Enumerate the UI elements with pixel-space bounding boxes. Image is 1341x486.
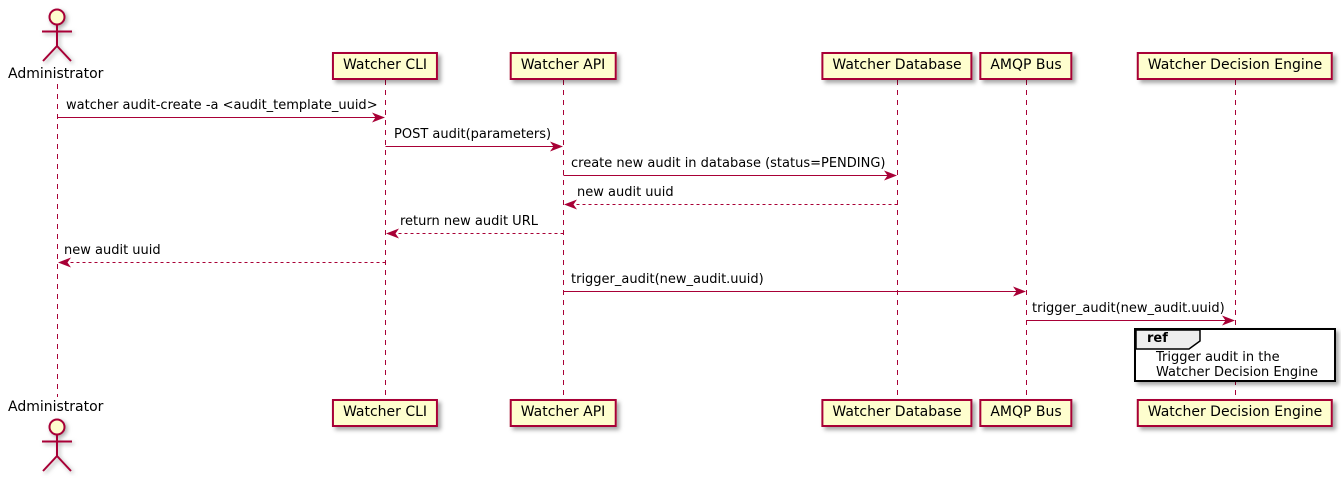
message-arrow-2 [385,141,563,152]
message-arrow-7 [563,286,1026,297]
message-arrow-4 [564,199,898,210]
actor-figure-bottom [42,418,72,472]
message-label-4: new audit uuid [577,185,674,200]
participant-top-watcher-decision-engine: Watcher Decision Engine [1136,52,1334,80]
message-arrow-8 [1026,315,1235,326]
participant-top-watcher-database: Watcher Database [821,52,973,80]
ref-body-line-2: Watcher Decision Engine [1156,365,1318,380]
message-label-6: new audit uuid [64,243,161,258]
message-arrow-6 [58,257,386,268]
message-label-3: create new audit in database (status=PEN… [571,156,886,171]
ref-keyword: ref [1147,331,1168,346]
ref-fragment: ref Trigger audit in the Watcher Decisio… [1134,328,1336,382]
actor-figure-top [42,8,72,62]
participant-bottom-watcher-database: Watcher Database [821,399,973,427]
message-arrow-1 [57,112,385,123]
message-label-5: return new audit URL [400,214,538,229]
message-arrow-5 [386,228,564,239]
participant-bottom-amqp-bus: AMQP Bus [979,399,1073,427]
message-label-7: trigger_audit(new_audit.uuid) [571,272,764,287]
ref-body-line-1: Trigger audit in the [1156,350,1280,365]
participant-bottom-watcher-api: Watcher API [509,399,617,427]
participant-top-amqp-bus: AMQP Bus [979,52,1073,80]
message-label-2: POST audit(parameters) [394,127,552,142]
participant-top-watcher-api: Watcher API [509,52,617,80]
participant-bottom-watcher-decision-engine: Watcher Decision Engine [1136,399,1334,427]
message-arrows [57,112,1235,326]
actor-label-bottom: Administrator [8,399,104,415]
lifelines [57,80,1236,399]
participant-bottom-watcher-cli: Watcher CLI [331,399,439,427]
message-label-1: watcher audit-create -a <audit_template_… [66,98,378,113]
message-label-8: trigger_audit(new_audit.uuid) [1032,301,1225,316]
message-arrow-3 [563,170,897,181]
actor-label-top: Administrator [8,66,104,82]
ref-tab-shape [1136,330,1201,350]
participant-top-watcher-cli: Watcher CLI [331,52,439,80]
ref-body: Trigger audit in the Watcher Decision En… [1156,350,1318,380]
